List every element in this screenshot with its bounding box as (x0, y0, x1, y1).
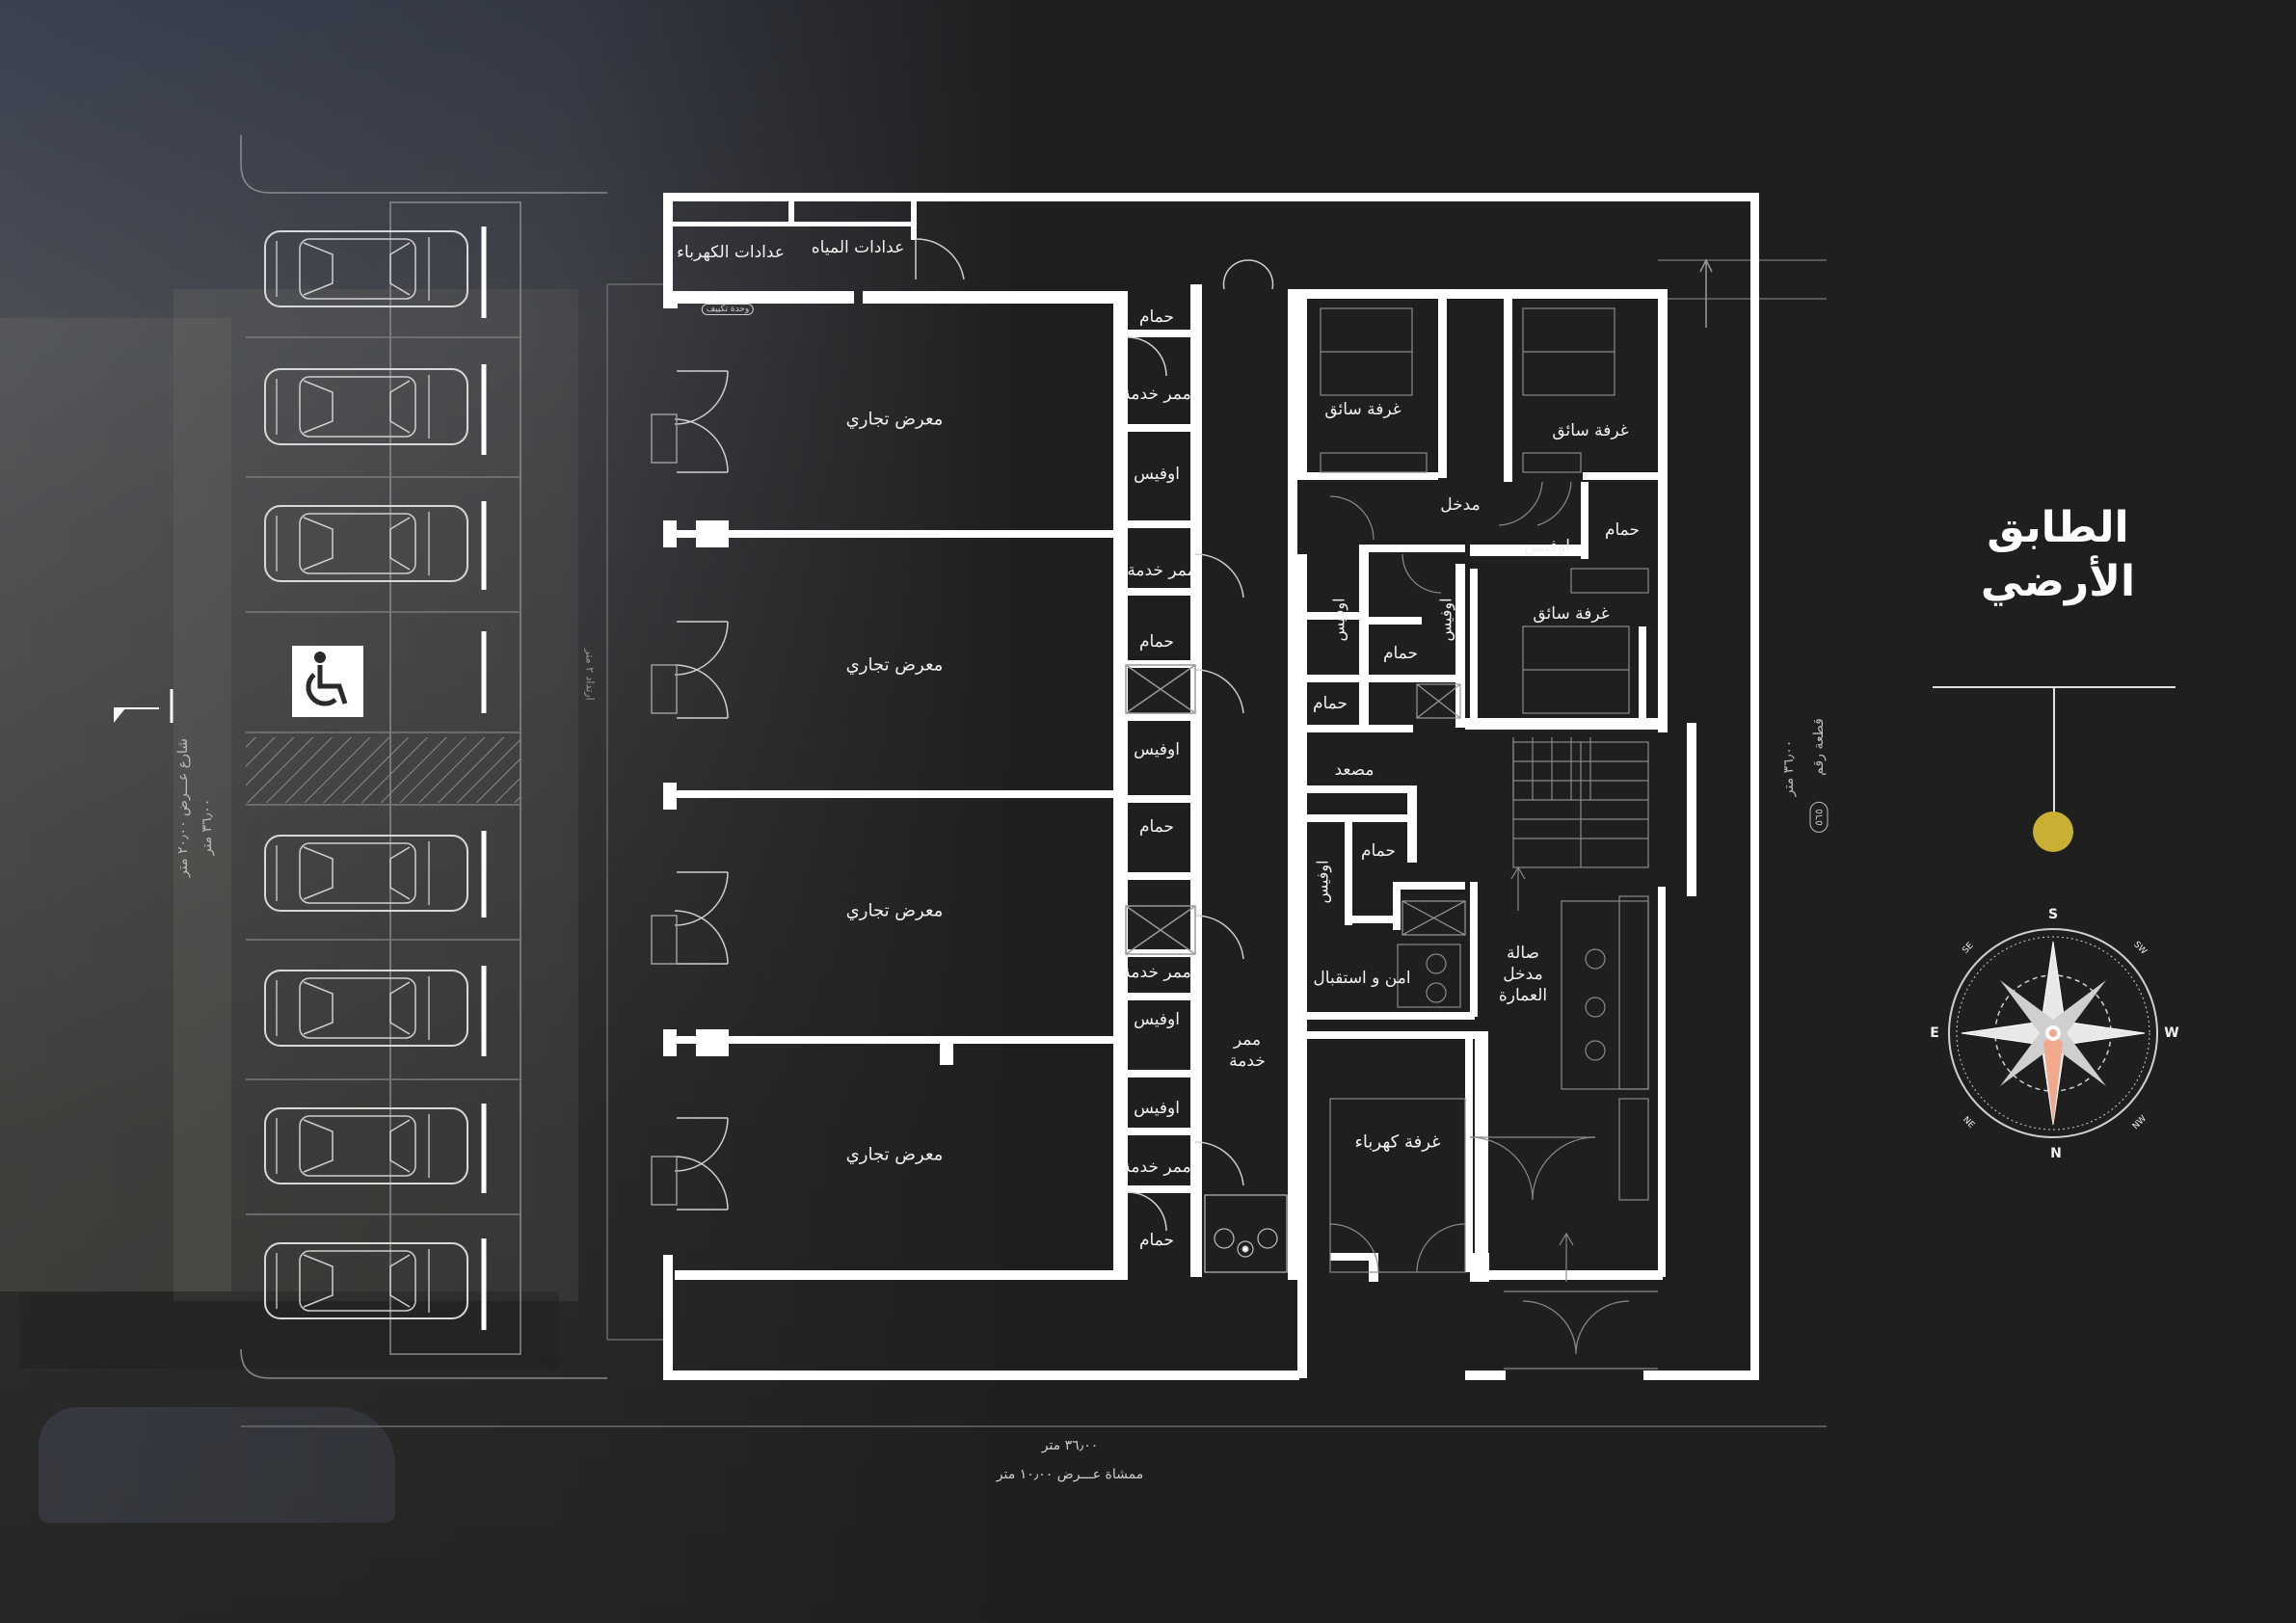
street-north-arrow-icon (114, 689, 174, 723)
room-label-driver-room: غرفة سائق (1552, 421, 1629, 440)
room-label-electric-meters: عدادات الكهرباء (677, 243, 785, 262)
outer-walls (663, 193, 1759, 1380)
room-label-service-corridor: ممر خدمة (1122, 1157, 1191, 1177)
room-label-office: اوفيس (1524, 537, 1570, 556)
meter-room-walls (673, 201, 917, 240)
compass-north-label: N (2050, 1146, 2062, 1161)
room-label-bath: حمام (1138, 817, 1175, 837)
room-label-office: اوفيس (1436, 598, 1455, 642)
hatched-walkway (246, 737, 521, 803)
room-label-security-reception: امن و استقبال (1313, 969, 1411, 988)
room-label-office: اوفيس (1329, 598, 1348, 642)
room-label-building-lobby: صالة مدخل العمارة (1498, 944, 1548, 1005)
car-icon (264, 505, 468, 582)
car-icon (264, 1107, 468, 1184)
title-line-1: الطابق (1987, 503, 2129, 552)
pendant-line (2053, 687, 2055, 812)
room-label-bath: حمام (1138, 632, 1175, 652)
staircase (1512, 737, 1591, 800)
interior-details (1320, 307, 1658, 1370)
accent-dot (2033, 812, 2073, 852)
room-label-driver-room: غرفة سائق (1533, 604, 1610, 624)
room-label-office: اوفيس (1134, 465, 1180, 484)
street-depth-label: ٣٦٫٠٠ متر (200, 798, 215, 856)
room-label-office: اوفيس (1313, 860, 1332, 904)
room-label-bath: حمام (1360, 841, 1397, 861)
showroom-walls (663, 284, 1297, 1280)
room-label-showroom: معرض تجاري (845, 900, 944, 921)
plot-number: ٥٦٥ (1809, 802, 1829, 833)
room-label-service-corridor: ممر خدمة (1127, 561, 1196, 580)
room-label-electrical-room: غرفة كهرباء (1354, 1131, 1441, 1153)
car-icon (264, 230, 468, 307)
room-label-office: اوفيس (1134, 1010, 1180, 1029)
car-icon (264, 970, 468, 1047)
walkway-label: ممشاة عـــرض ١٠٫٠٠ متر (996, 1467, 1144, 1482)
compass-rose-icon (1948, 928, 2158, 1138)
room-label-service-corridor: ممر خدمة (1122, 385, 1191, 404)
compass-west-label: W (2164, 1025, 2179, 1041)
car-icon (264, 835, 468, 912)
room-label-showroom: معرض تجاري (845, 654, 944, 676)
setback-note: ارتداد ٢ متر (583, 649, 597, 701)
room-label-service-passage: ممر خدمة (1229, 1030, 1266, 1071)
room-label-office: اوفيس (1134, 1099, 1180, 1118)
compass-south-label: S (2047, 907, 2059, 922)
fountain (1204, 1194, 1288, 1273)
room-label-bath: حمام (1138, 307, 1175, 327)
accessible-parking-icon (292, 646, 363, 717)
bottom-dimension-label: ٣٦٫٠٠ متر (1041, 1438, 1099, 1453)
room-label-showroom: معرض تجاري (845, 409, 944, 430)
room-label-bath: حمام (1382, 644, 1419, 663)
showroom-doors (674, 259, 1274, 1232)
street-width-label: شارع عـــرض ٢٠٫٠٠ متر (175, 738, 191, 877)
title-line-2: الأرضي (1980, 557, 2136, 606)
room-label-showroom: معرض تجاري (845, 1144, 944, 1165)
parking-area (246, 201, 521, 1355)
compass-east-label: E (1930, 1025, 1939, 1041)
room-label-driver-room: غرفة سائق (1324, 400, 1402, 419)
room-label-entrance: مدخل (1440, 495, 1481, 515)
equipment-tag: وحدة تكييف (701, 304, 755, 315)
room-label-elevator: مصعد (1334, 760, 1375, 780)
plot-depth-label: ٣٦٫٠٠ متر (1781, 739, 1797, 797)
room-label-bath: حمام (1138, 1231, 1175, 1250)
room-label-bath: حمام (1604, 520, 1641, 540)
room-label-service-corridor: ممر خدمة (1122, 963, 1191, 982)
page-title: الطابق الأرضي (1937, 501, 2178, 609)
room-label-water-meters: عدادات المياه (811, 238, 905, 257)
car-icon (264, 368, 468, 445)
plot-label: قطعة رقم (1811, 718, 1827, 776)
room-label-bath: حمام (1312, 694, 1348, 713)
curb-line (240, 135, 607, 194)
curb-line (240, 1348, 607, 1379)
car-icon (264, 1242, 468, 1319)
room-label-office: اوفيس (1134, 740, 1180, 759)
background-fade (0, 0, 1012, 1623)
